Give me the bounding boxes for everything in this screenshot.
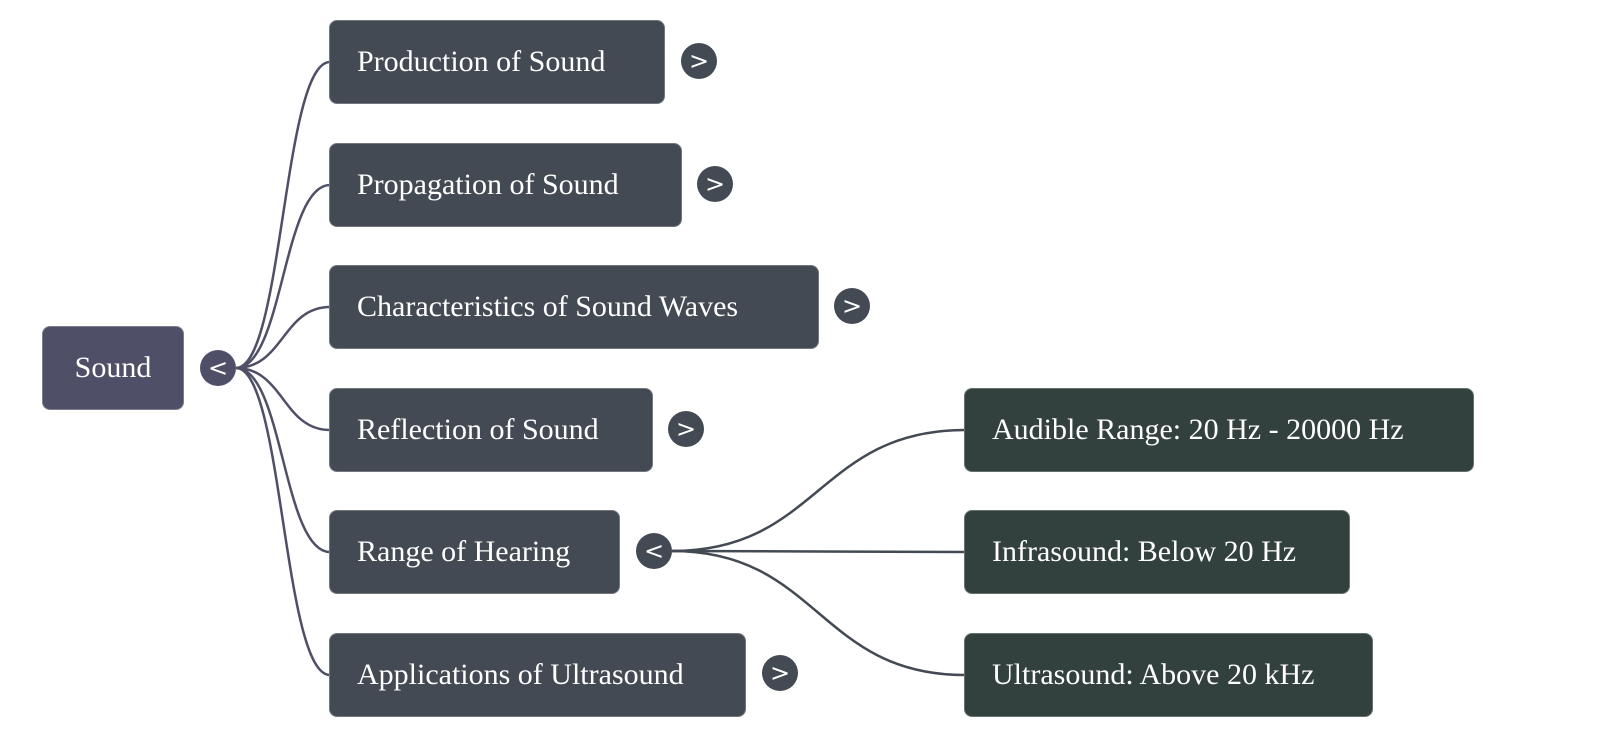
chevron-right-icon: > [841,292,863,320]
node-label: Production of Sound [357,45,606,78]
node-reflection-of-sound[interactable]: Reflection of Sound [329,388,653,472]
edge-root-to-child-1 [235,183,331,370]
chevron-right-icon: > [769,659,791,687]
edge-root-to-child-5 [235,366,331,677]
node-propagation-of-sound[interactable]: Propagation of Sound [329,143,682,227]
chevron-right-icon: > [675,415,697,443]
chevron-left-icon: < [643,537,665,565]
node-audible-range[interactable]: Audible Range: 20 Hz - 20000 Hz [964,388,1474,472]
node-label: Audible Range: 20 Hz - 20000 Hz [992,413,1404,446]
edge-range-of-hearing-to-child-0 [671,428,966,553]
collapse-toggle-range-of-hearing[interactable]: < [636,533,672,569]
node-label: Propagation of Sound [357,168,619,201]
node-label: Infrasound: Below 20 Hz [992,535,1297,568]
root-node-label: Sound [74,351,152,384]
chevron-right-icon: > [688,47,710,75]
edge-root-to-child-4 [235,366,331,554]
node-applications-of-ultrasound[interactable]: Applications of Ultrasound [329,633,746,717]
expand-toggle-production[interactable]: > [681,43,717,79]
node-production-of-sound[interactable]: Production of Sound [329,20,665,104]
node-label: Range of Hearing [357,535,571,568]
expand-toggle-reflection[interactable]: > [668,411,704,447]
node-infrasound[interactable]: Infrasound: Below 20 Hz [964,510,1350,594]
node-characteristics-of-sound-waves[interactable]: Characteristics of Sound Waves [329,265,819,349]
expand-toggle-propagation[interactable]: > [697,166,733,202]
node-ultrasound[interactable]: Ultrasound: Above 20 kHz [964,633,1373,717]
edge-root-to-child-0 [235,60,331,370]
expand-toggle-applications[interactable]: > [762,655,798,691]
chevron-right-icon: > [704,170,726,198]
root-collapse-toggle-icon[interactable]: < [200,350,236,386]
root-node[interactable]: Sound [42,326,184,410]
edge-range-of-hearing-to-child-2 [671,549,966,677]
chevron-left-icon: < [207,354,229,382]
node-label: Characteristics of Sound Waves [357,290,739,323]
node-range-of-hearing[interactable]: Range of Hearing [329,510,620,594]
node-label: Reflection of Sound [357,413,599,446]
expand-toggle-characteristics[interactable]: > [834,288,870,324]
edge-range-of-hearing-to-child-1 [671,549,966,554]
node-label: Ultrasound: Above 20 kHz [992,658,1315,691]
edge-root-to-child-3 [235,366,331,432]
edge-root-to-child-2 [235,305,331,370]
node-label: Applications of Ultrasound [357,658,684,691]
